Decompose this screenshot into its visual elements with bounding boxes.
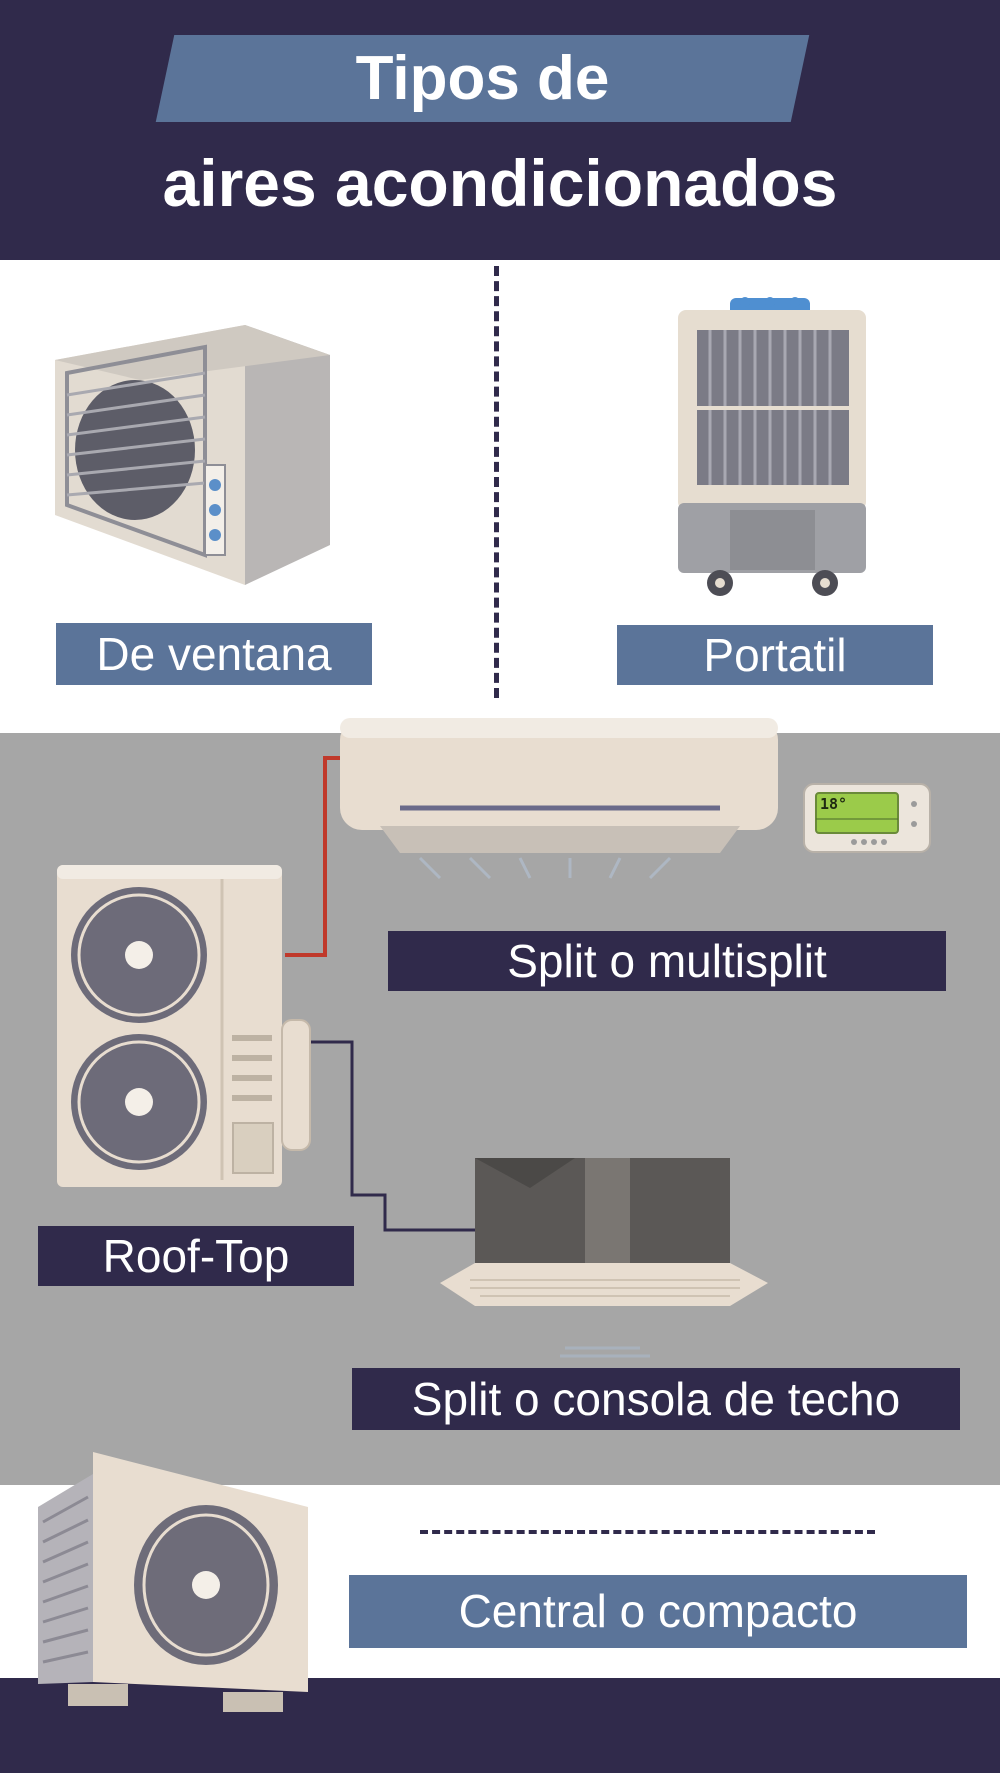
thermostat-illustration [803,783,931,853]
split-indoor-unit-illustration [340,718,778,880]
label-roof-top: Roof-Top [38,1226,354,1286]
window-ac-illustration [55,325,330,585]
vertical-divider [494,266,499,698]
label-central-compacto: Central o compacto [349,1575,967,1648]
label-split-multisplit: Split o multisplit [388,931,946,991]
title-line-1: Tipos de [355,44,610,113]
label-portatil: Portatil [617,625,933,685]
thermostat-temperature: 18° [820,795,848,813]
ceiling-unit-illustration [440,1158,768,1358]
central-unit-illustration [38,1452,308,1712]
rooftop-unit-illustration [57,865,311,1187]
label-de-ventana: De ventana [56,623,372,685]
portable-ac-illustration [678,297,866,596]
label-split-consola-techo: Split o consola de techo [352,1368,960,1430]
title-line-2: aires acondicionados [162,146,838,220]
horizontal-divider [420,1530,875,1534]
footer-band [0,1678,1000,1773]
